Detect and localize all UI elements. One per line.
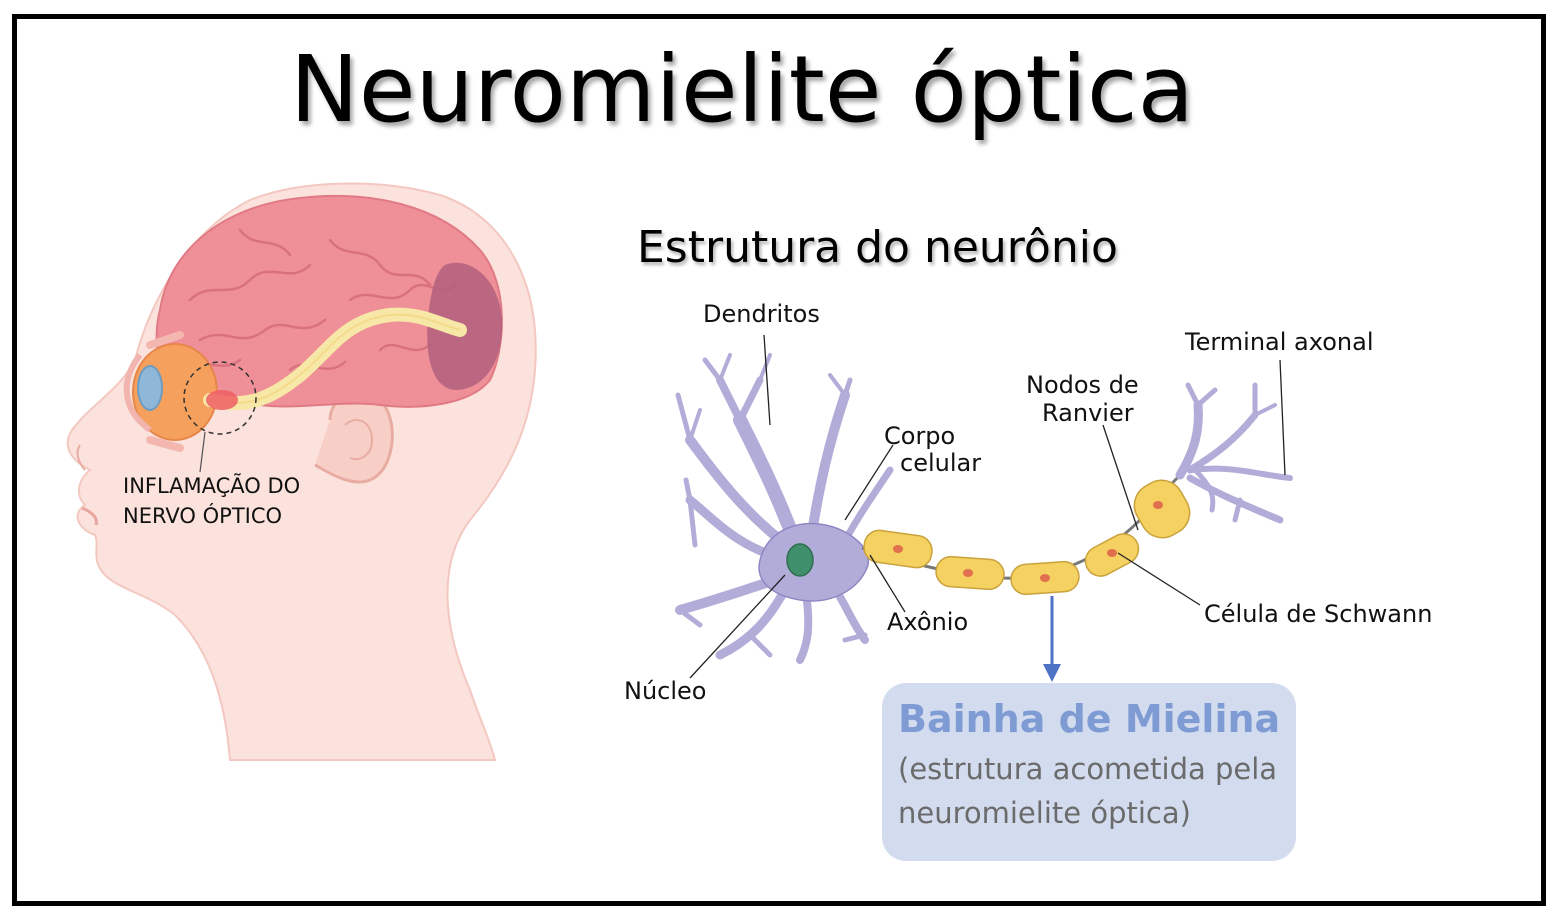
- neuron-illustration: [675, 334, 1293, 679]
- dendrites: [675, 353, 894, 664]
- slide-title: Neuromielite óptica: [290, 36, 1194, 143]
- label-axonio: Axônio: [887, 608, 968, 636]
- callout-body: (estrutura acometida pela neuromielite ó…: [898, 752, 1278, 830]
- label-ranvier: Ranvier: [1042, 399, 1134, 427]
- label-terminal-axonal: Terminal axonal: [1184, 328, 1374, 356]
- label-nucleo: Núcleo: [624, 677, 706, 705]
- head-illustration: [66, 182, 537, 761]
- cell-body: [758, 522, 870, 602]
- leader-lines: [689, 334, 1286, 679]
- inflammation-label-line2: NERVO ÓPTICO: [123, 503, 282, 528]
- inflammation-highlight-circle: [183, 361, 257, 435]
- label-corpo: Corpo: [884, 422, 955, 450]
- label-nodos-de: Nodos de: [1026, 371, 1139, 399]
- label-dendritos: Dendritos: [703, 300, 820, 328]
- myelin-callout-box: Bainha de Mielina (estrutura acometida p…: [882, 683, 1296, 861]
- callout-heading: Bainha de Mielina: [898, 697, 1281, 741]
- label-celular: celular: [900, 449, 981, 477]
- schwann-nuclei: [893, 501, 1163, 582]
- nucleus: [786, 543, 814, 577]
- neuron-structure-subtitle: Estrutura do neurônio: [637, 222, 1118, 273]
- axon-terminal: [1175, 382, 1293, 524]
- label-celula-schwann: Célula de Schwann: [1204, 600, 1432, 628]
- myelin-sheath: [863, 479, 1191, 596]
- myelin-arrow: [1043, 596, 1061, 682]
- inflammation-label-line1: INFLAMAÇÃO DO: [123, 472, 300, 498]
- inflammation-spot: [206, 390, 238, 410]
